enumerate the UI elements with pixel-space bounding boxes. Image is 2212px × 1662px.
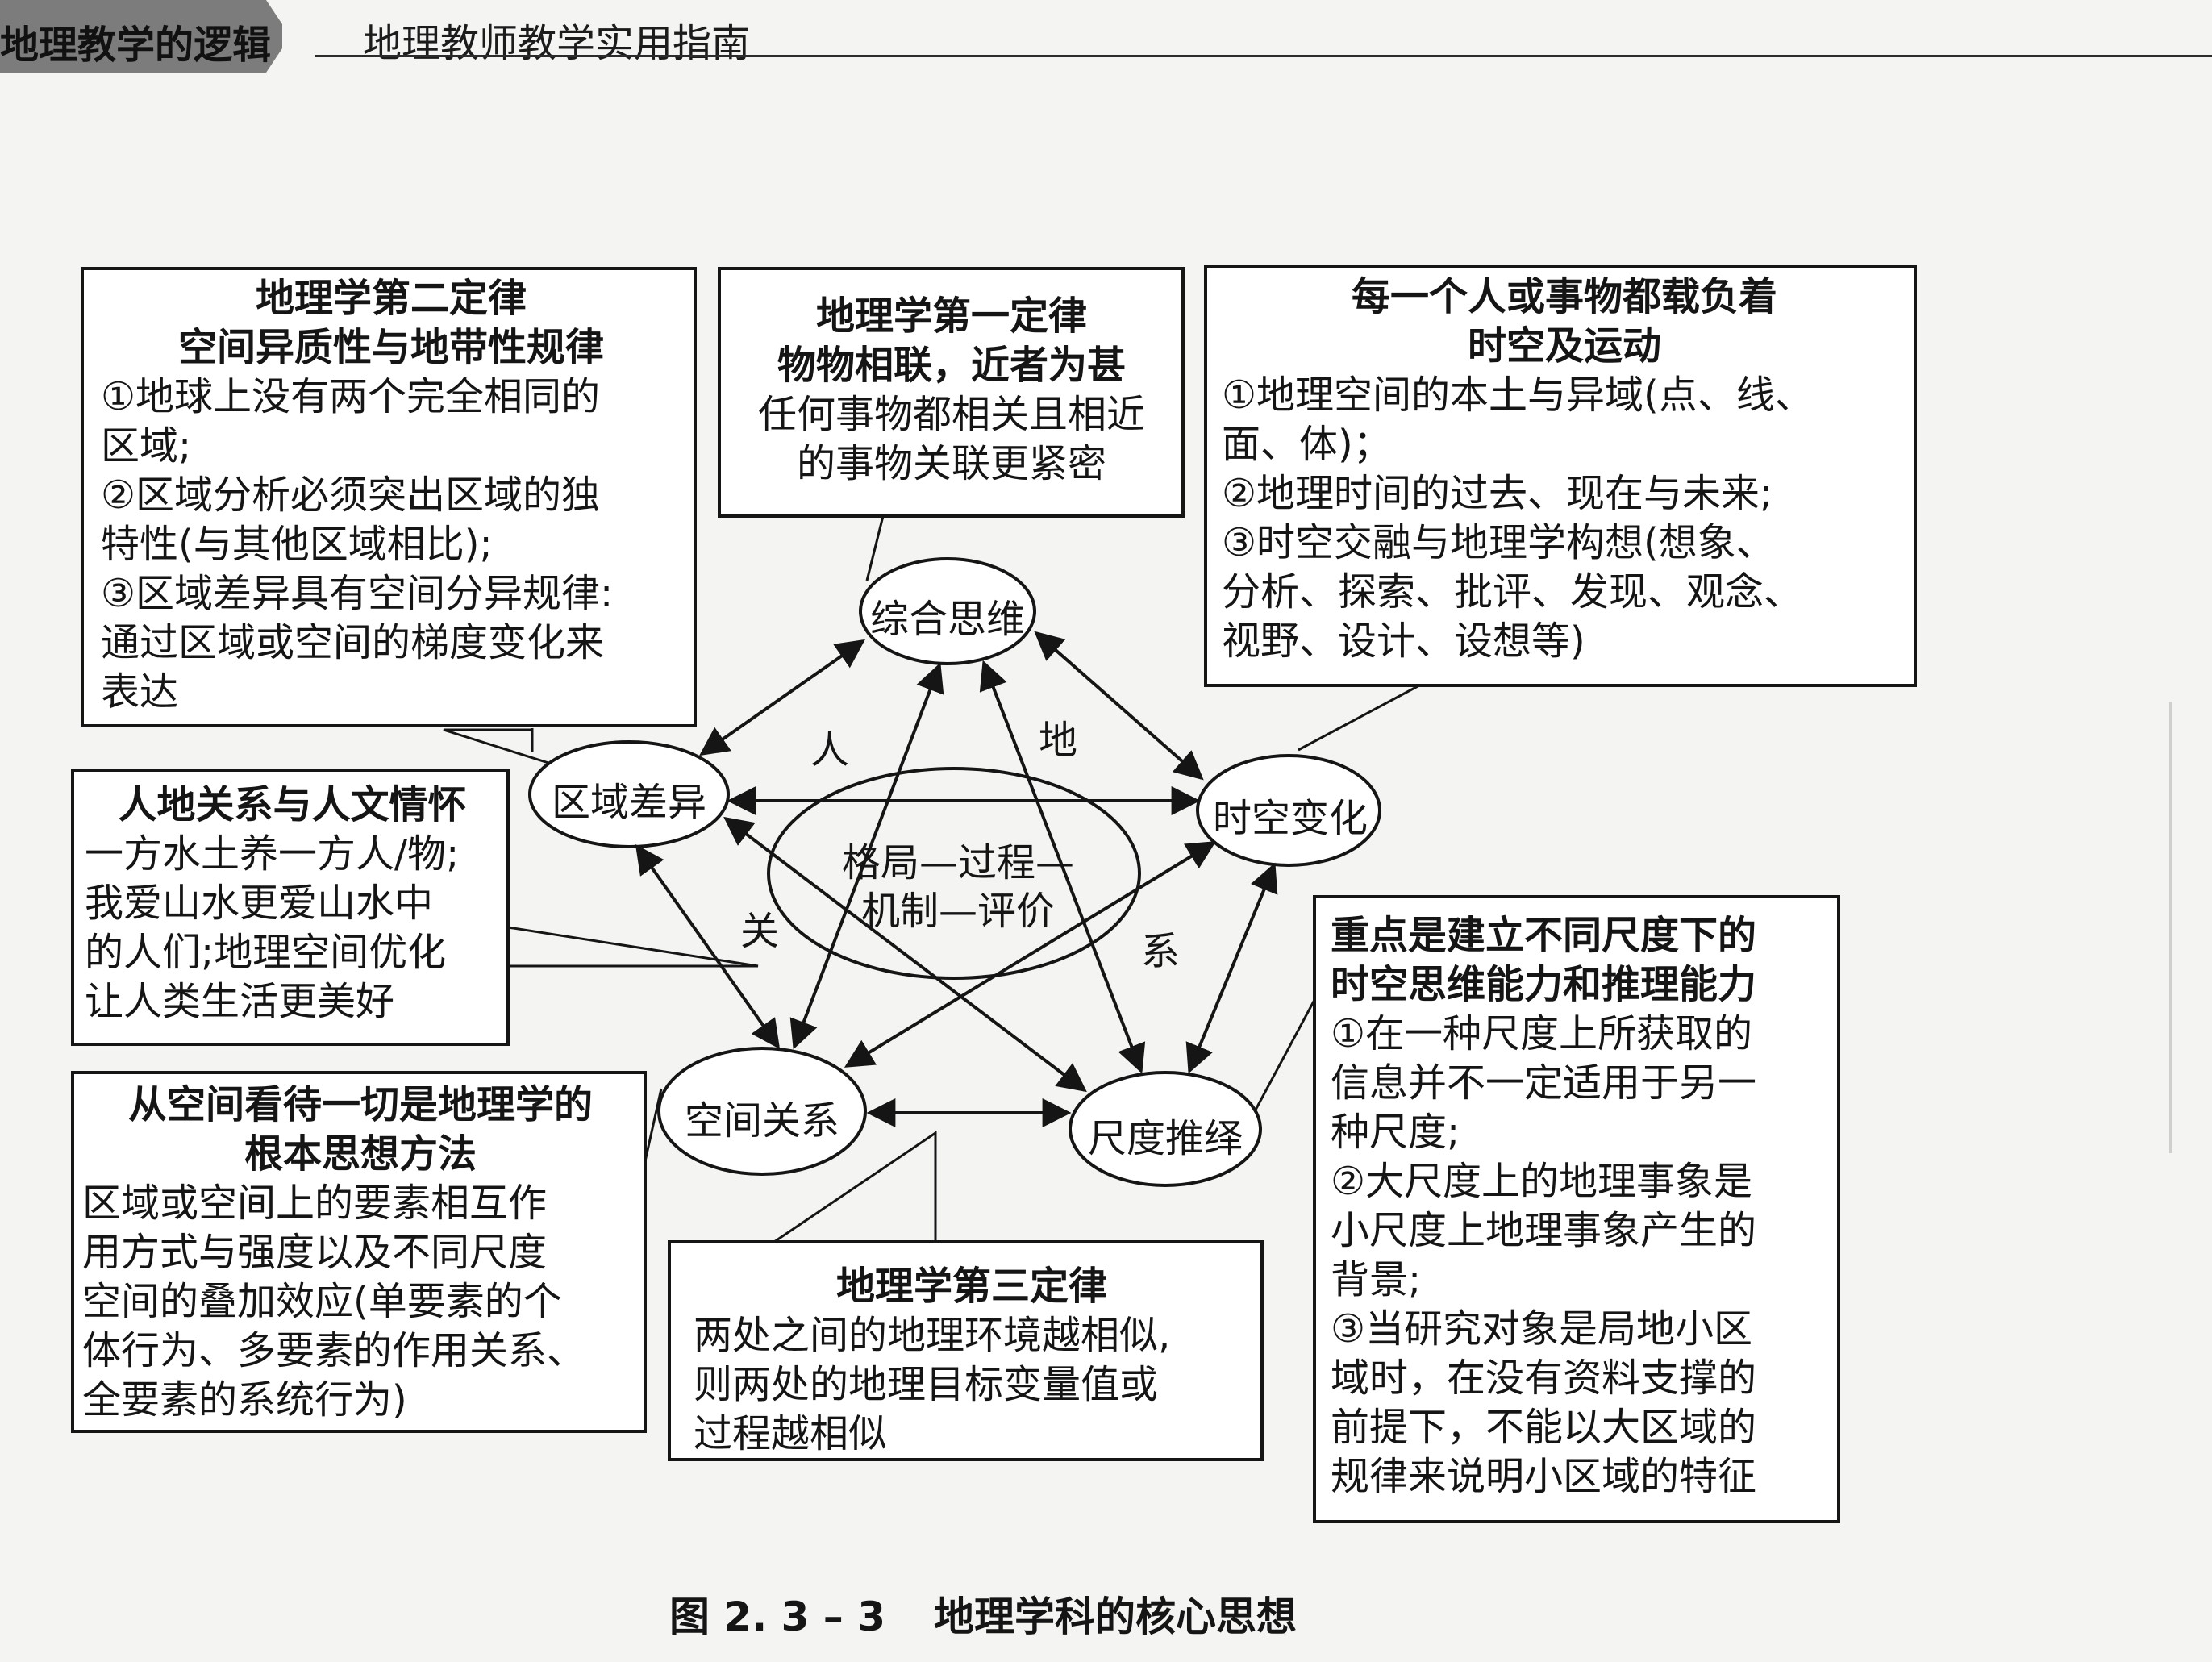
spacetime-node-label: 时空变化 — [1212, 796, 1368, 841]
relation-char-guan: 关 — [740, 909, 780, 954]
spacetime-box — [1204, 265, 1917, 687]
scale-line: ②大尺度上的地理事象是 — [1331, 1159, 1753, 1204]
regional-node-label: 区域差异 — [551, 780, 706, 825]
scale-line: 信息并不一定适用于另一 — [1331, 1060, 1757, 1106]
scale-node — [1069, 1071, 1262, 1187]
scale-line: ③当研究对象是局地小区 — [1331, 1306, 1753, 1352]
spacetime-line: 视野、设计、设想等) — [1222, 619, 1585, 664]
law2-box — [81, 267, 697, 727]
center-label-2: 机制—评价 — [860, 889, 1055, 934]
law3-line: 两处之间的地理环境越相似, — [694, 1313, 1171, 1358]
scale-tail — [1252, 999, 1316, 1114]
space-view-line: 区域或空间上的要素相互作 — [82, 1181, 548, 1226]
scale-line: 种尺度; — [1331, 1110, 1460, 1155]
book-title: 地理教师教学实用指南 — [363, 21, 751, 66]
law3-line: 过程越相似 — [694, 1411, 888, 1456]
header-rule — [315, 55, 2212, 57]
law1-box — [718, 267, 1185, 518]
law3-text: 地理学第三定律 两处之间的地理环境越相似, 则两处的地理目标变量值或 过程越相似 — [694, 1262, 1250, 1459]
humanity-text: 人地关系与人文情怀 一方水土养一方人/物; 我爱山水更爱山水中 的人们;地理空间… — [85, 781, 500, 1027]
law1-line: 的事物关联更紧密 — [796, 441, 1106, 486]
law3-line: 则两处的地理目标变量值或 — [694, 1362, 1159, 1407]
synthesis-node-label: 综合思维 — [869, 597, 1025, 642]
scale-box — [1313, 895, 1840, 1523]
scale-line: 背景; — [1331, 1257, 1422, 1302]
space-view-line: 空间的叠加效应(单要素的个 — [82, 1279, 562, 1324]
figure-title: 地理学科的核心思想 — [934, 1593, 1297, 1640]
chapter-tab: 地理教学的逻辑 — [0, 0, 282, 73]
page-edge-line — [2169, 702, 2172, 1153]
arrow-spacetime-scale — [1185, 862, 1278, 1074]
law2-line: 通过区域或空间的梯度变化来 — [101, 620, 605, 665]
scale-line: 前提下，不能以大区域的 — [1331, 1405, 1757, 1450]
space-view-title-1: 从空间看待一切是地理学的 — [127, 1082, 593, 1127]
spacetime-line: 分析、探索、批评、发现、观念、 — [1222, 569, 1803, 614]
humanity-tail — [507, 926, 759, 968]
law1-text: 地理学第一定律 物物相联，近者为甚 任何事物都相关且相近 的事物关联更紧密 — [726, 292, 1177, 489]
law1-title-1: 地理学第一定律 — [815, 294, 1087, 339]
law3-title: 地理学第三定律 — [835, 1264, 1107, 1309]
law2-line: ②区域分析必须突出区域的独 — [101, 473, 601, 518]
scale-title-2: 时空思维能力和推理能力 — [1331, 962, 1757, 1007]
law2-line: 特性(与其他区域相比); — [101, 522, 493, 567]
law2-title-2: 空间异质性与地带性规律 — [177, 325, 604, 370]
spacetime-line: ②地理时间的过去、现在与未来; — [1222, 471, 1773, 516]
space-view-text: 从空间看待一切是地理学的 根本思想方法 区域或空间上的要素相互作 用方式与强度以… — [82, 1081, 639, 1425]
space-view-line: 用方式与强度以及不同尺度 — [82, 1230, 548, 1275]
figure-number: 图 2. 3 – 3 — [669, 1593, 885, 1640]
scale-line: ①在一种尺度上所获取的 — [1331, 1011, 1753, 1056]
spatial-node-label: 空间关系 — [684, 1098, 839, 1143]
law2-text: 地理学第二定律 空间异质性与地带性规律 ①地球上没有两个完全相同的 区域; ②区… — [101, 274, 681, 717]
scale-line: 域时，在没有资料支撑的 — [1331, 1356, 1757, 1401]
law1-title-2: 物物相联，近者为甚 — [777, 343, 1126, 388]
humanity-line: 我爱山水更爱山水中 — [85, 881, 434, 926]
humanity-title: 人地关系与人文情怀 — [118, 782, 467, 827]
spacetime-line: 面、体)； — [1222, 422, 1392, 467]
space-view-line: 体行为、多要素的作用关系、 — [82, 1328, 586, 1373]
spacetime-title-2: 时空及运动 — [1467, 323, 1661, 369]
scale-node-label: 尺度推绎 — [1087, 1116, 1243, 1161]
space-view-box — [71, 1071, 647, 1433]
figure-caption: 图 2. 3 – 3 地理学科的核心思想 — [669, 1585, 1297, 1643]
relation-char-di: 地 — [1039, 718, 1078, 763]
humanity-line: 让人类生活更美好 — [85, 979, 395, 1024]
humanity-box — [71, 769, 510, 1046]
spacetime-title-1: 每一个人或事物都载负着 — [1351, 274, 1777, 319]
law2-line: 区域; — [101, 423, 192, 469]
synthesis-node — [859, 557, 1036, 665]
scale-title-1: 重点是建立不同尺度下的 — [1331, 913, 1757, 958]
scale-line: 规律来说明小区域的特征 — [1331, 1454, 1757, 1499]
relation-char-ren: 人 — [810, 727, 850, 773]
spacetime-tail — [1298, 684, 1420, 752]
scale-line: 小尺度上地理事象产生的 — [1331, 1208, 1757, 1253]
arrow-synthesis-regional — [699, 639, 865, 756]
law1-tail — [865, 515, 885, 581]
scale-text: 重点是建立不同尺度下的 时空思维能力和推理能力 ①在一种尺度上所获取的 信息并不… — [1331, 911, 1831, 1502]
relation-char-xi: 系 — [1141, 929, 1181, 974]
spacetime-text: 每一个人或事物都载负着 时空及运动 ①地理空间的本土与异域(点、线、 面、体)；… — [1222, 273, 1907, 666]
law3-box — [668, 1240, 1264, 1461]
center-label-1: 格局—过程— — [841, 840, 1074, 885]
space-view-line: 全要素的系统行为) — [82, 1377, 407, 1422]
space-view-tail — [644, 1088, 663, 1162]
space-view-title-2: 根本思想方法 — [244, 1131, 477, 1177]
spacetime-line: ①地理空间的本土与异域(点、线、 — [1222, 373, 1814, 418]
chapter-tab-label: 地理教学的逻辑 — [0, 23, 272, 68]
law2-title-1: 地理学第二定律 — [255, 276, 527, 321]
humanity-line: 的人们;地理空间优化 — [85, 930, 447, 975]
law2-line: ①地球上没有两个完全相同的 — [101, 374, 601, 419]
spacetime-line: ③时空交融与地理学构想(想象、 — [1222, 520, 1775, 565]
law2-line: 表达 — [101, 669, 179, 714]
law2-line: ③区域差异具有空间分异规律: — [101, 571, 614, 616]
law3-tail — [773, 1131, 937, 1243]
humanity-line: 一方水土养一方人/物; — [85, 831, 460, 877]
arrow-spacetime-spatial — [844, 841, 1217, 1068]
law1-line: 任何事物都相关且相近 — [757, 392, 1145, 437]
